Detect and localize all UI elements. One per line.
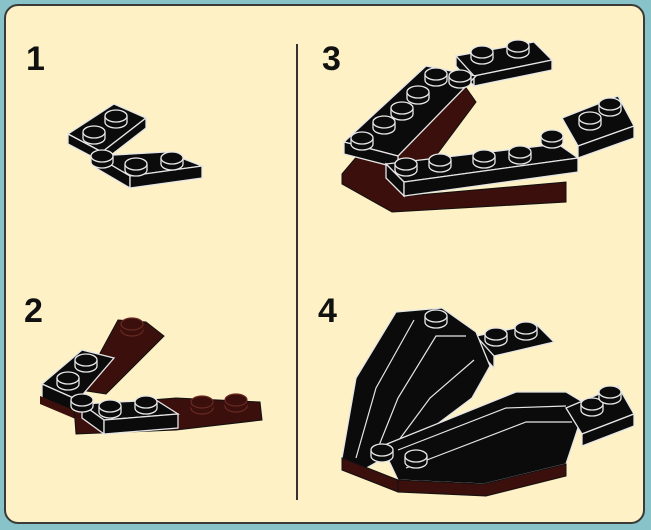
step-3-model [342,40,634,212]
step-4-model [342,308,634,496]
step-2-model [40,318,262,434]
step-1-model [68,104,202,188]
instruction-panel: 1 3 2 4 [4,4,645,524]
lego-illustrations [6,6,645,524]
